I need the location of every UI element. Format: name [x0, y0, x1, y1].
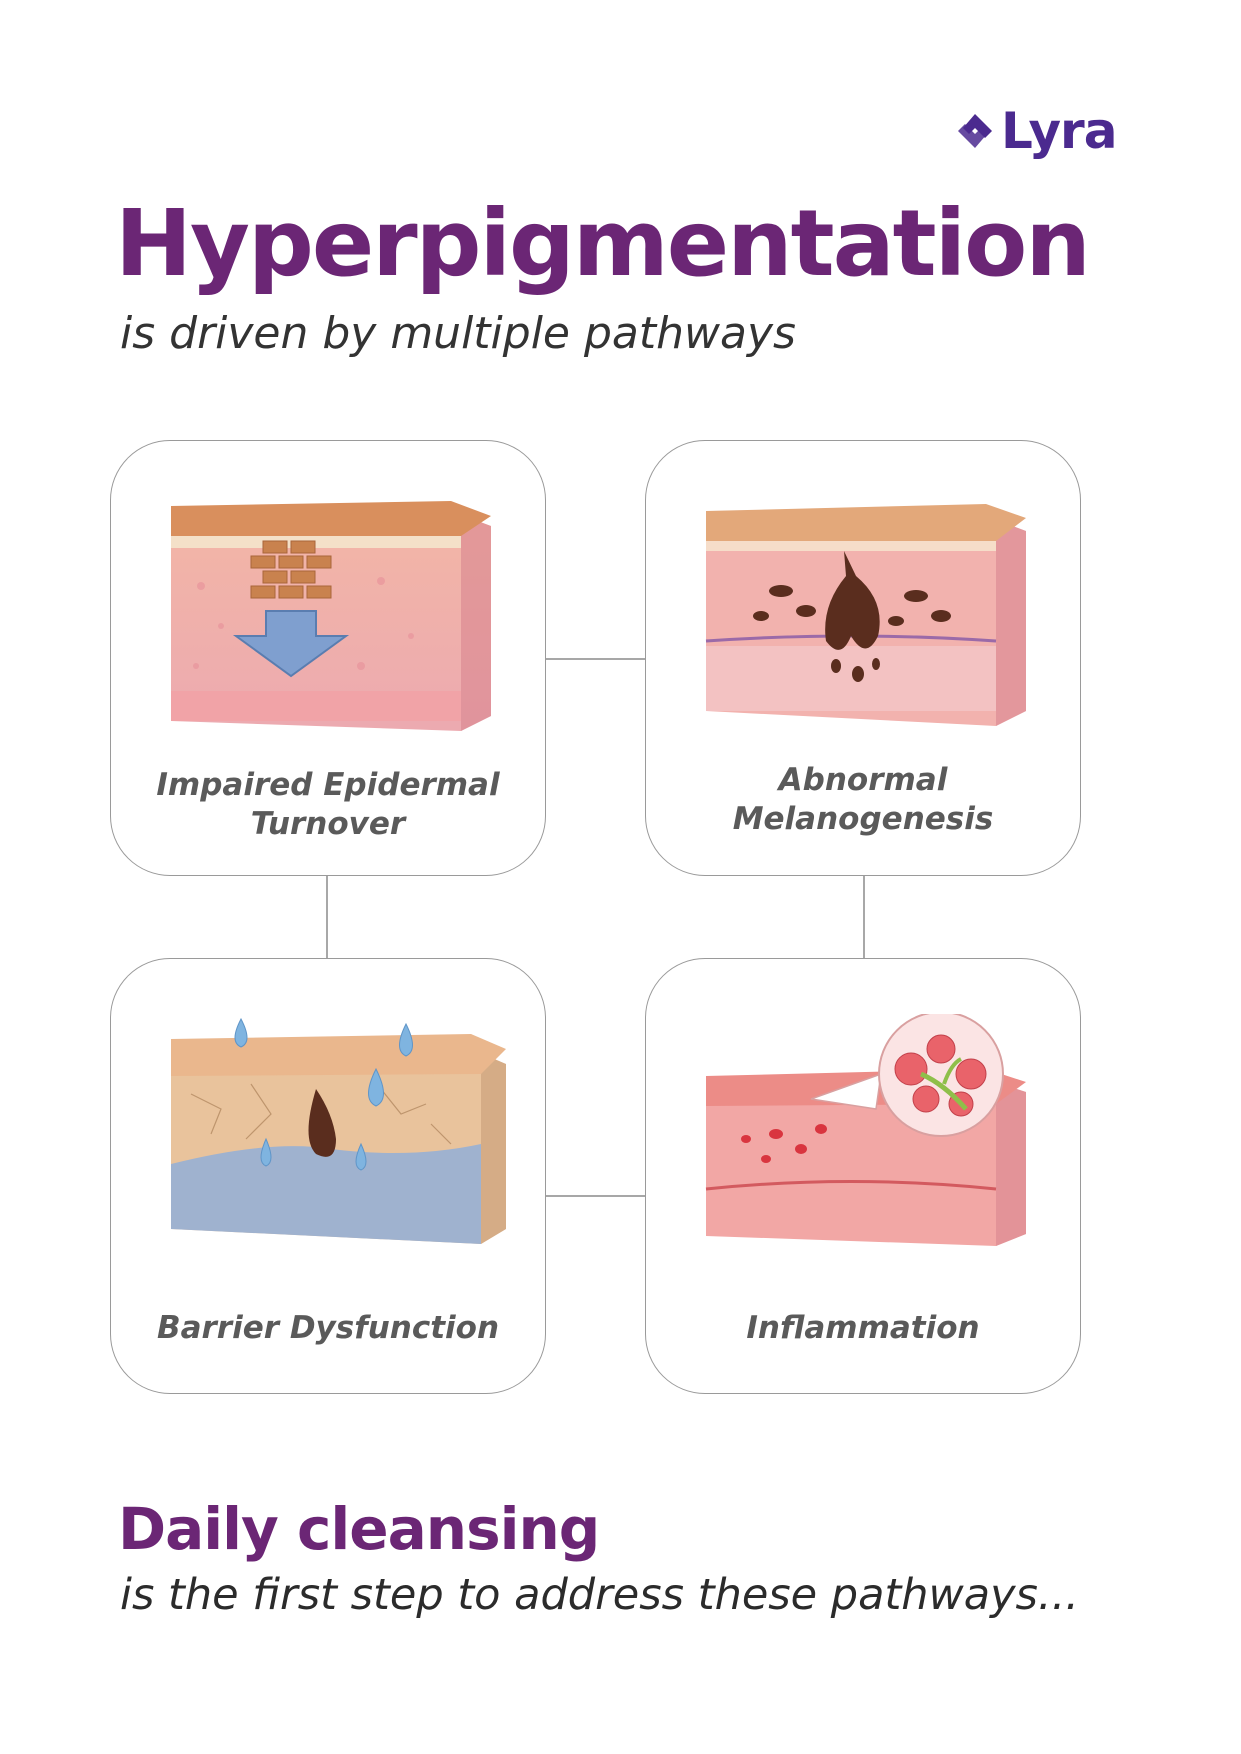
inflamed-skin-illustration	[705, 1014, 1026, 1246]
footer-subtitle: is the first step to address these pathw…	[120, 1570, 1079, 1620]
pathway-label-line1: Barrier Dysfunction	[156, 1310, 500, 1346]
pathway-label: Impaired Epidermal Turnover	[131, 766, 525, 844]
water-loss-illustration	[171, 1017, 506, 1244]
brand-logo: Lyra	[955, 102, 1117, 160]
pathway-card-turnover: Impaired Epidermal Turnover	[110, 440, 546, 876]
pathway-label-line1: Impaired Epidermal	[156, 767, 500, 803]
page-subtitle: is driven by multiple pathways	[120, 308, 796, 359]
pathway-card-melanogenesis: Abnormal Melanogenesis	[645, 440, 1081, 876]
brand-name: Lyra	[1001, 102, 1117, 160]
page-title: Hyperpigmentation	[115, 190, 1091, 297]
pathway-label: Abnormal Melanogenesis	[666, 761, 1060, 839]
pathway-label-line2: Turnover	[250, 806, 406, 842]
pathway-card-barrier: Barrier Dysfunction	[110, 958, 546, 1394]
pathway-label-line1: Abnormal	[778, 762, 948, 798]
pathway-label: Inflammation	[666, 1309, 1060, 1348]
lyra-mark-icon	[958, 114, 992, 148]
footer-title: Daily cleansing	[118, 1495, 600, 1563]
pathway-label-line1: Inflammation	[746, 1310, 980, 1346]
melanin-cluster-illustration	[705, 504, 1026, 726]
pathway-label-line2: Melanogenesis	[732, 801, 994, 837]
pathway-card-inflammation: Inflammation	[645, 958, 1081, 1394]
pathway-label: Barrier Dysfunction	[131, 1309, 525, 1348]
skin-turnover-illustration	[171, 501, 491, 731]
